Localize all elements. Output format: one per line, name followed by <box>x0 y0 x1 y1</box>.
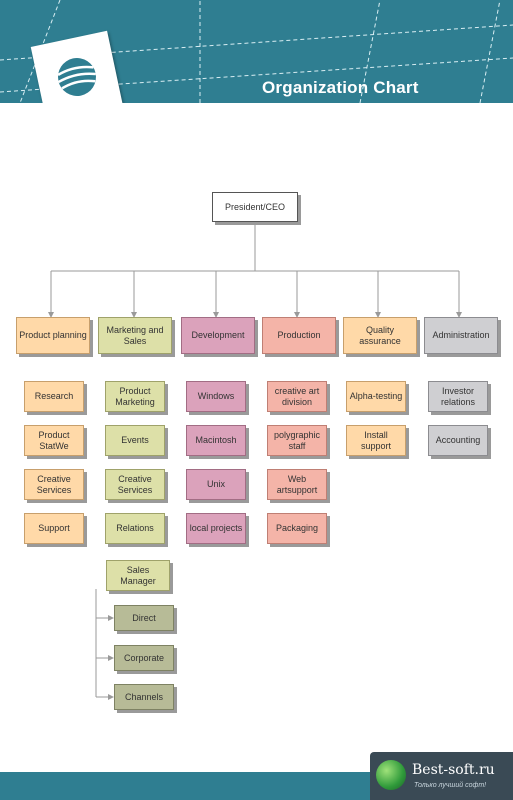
watermark-badge: Best-soft.ru Только лучший софт! <box>370 752 513 800</box>
unit-local-projects: local projects <box>186 513 246 544</box>
node-sales-manager: Sales Manager <box>106 560 170 591</box>
unit-packaging: Packaging <box>267 513 327 544</box>
dept-product-planning: Product planning <box>16 317 90 354</box>
channel-channels: Channels <box>114 684 174 710</box>
unit-investor-relations: Investor relations <box>428 381 488 412</box>
unit-accounting: Accounting <box>428 425 488 456</box>
unit-creative-services-ms: Creative Services <box>105 469 165 500</box>
logo-card <box>30 30 124 103</box>
watermark-name: Best-soft.ru <box>412 762 495 778</box>
unit-support: Support <box>24 513 84 544</box>
unit-windows: Windows <box>186 381 246 412</box>
unit-product-statwe: Product StatWe <box>24 425 84 456</box>
unit-relations: Relations <box>105 513 165 544</box>
dept-production: Production <box>262 317 336 354</box>
dept-quality-assurance: Quality assurance <box>343 317 417 354</box>
dept-development: Development <box>181 317 255 354</box>
unit-alpha-testing: Alpha-testing <box>346 381 406 412</box>
unit-polygraphic-staff: polygraphic staff <box>267 425 327 456</box>
header-banner: Organization Chart <box>0 0 513 103</box>
unit-install-support: Install support <box>346 425 406 456</box>
node-root: President/CEO <box>212 192 298 222</box>
channel-corporate: Corporate <box>114 645 174 671</box>
unit-creative-services-pp: Creative Services <box>24 469 84 500</box>
dept-marketing-sales: Marketing and Sales <box>98 317 172 354</box>
globe-icon <box>376 760 406 790</box>
watermark-tagline: Только лучший софт! <box>414 782 487 789</box>
page-title: Organization Chart <box>262 78 419 97</box>
unit-creative-art-division: creative art division <box>267 381 327 412</box>
globe-logo-icon <box>57 58 96 96</box>
channel-direct: Direct <box>114 605 174 631</box>
unit-events: Events <box>105 425 165 456</box>
unit-web-artsupport: Web artsupport <box>267 469 327 500</box>
unit-product-marketing: Product Marketing <box>105 381 165 412</box>
dept-administration: Administration <box>424 317 498 354</box>
unit-unix: Unix <box>186 469 246 500</box>
unit-macintosh: Macintosh <box>186 425 246 456</box>
unit-research: Research <box>24 381 84 412</box>
